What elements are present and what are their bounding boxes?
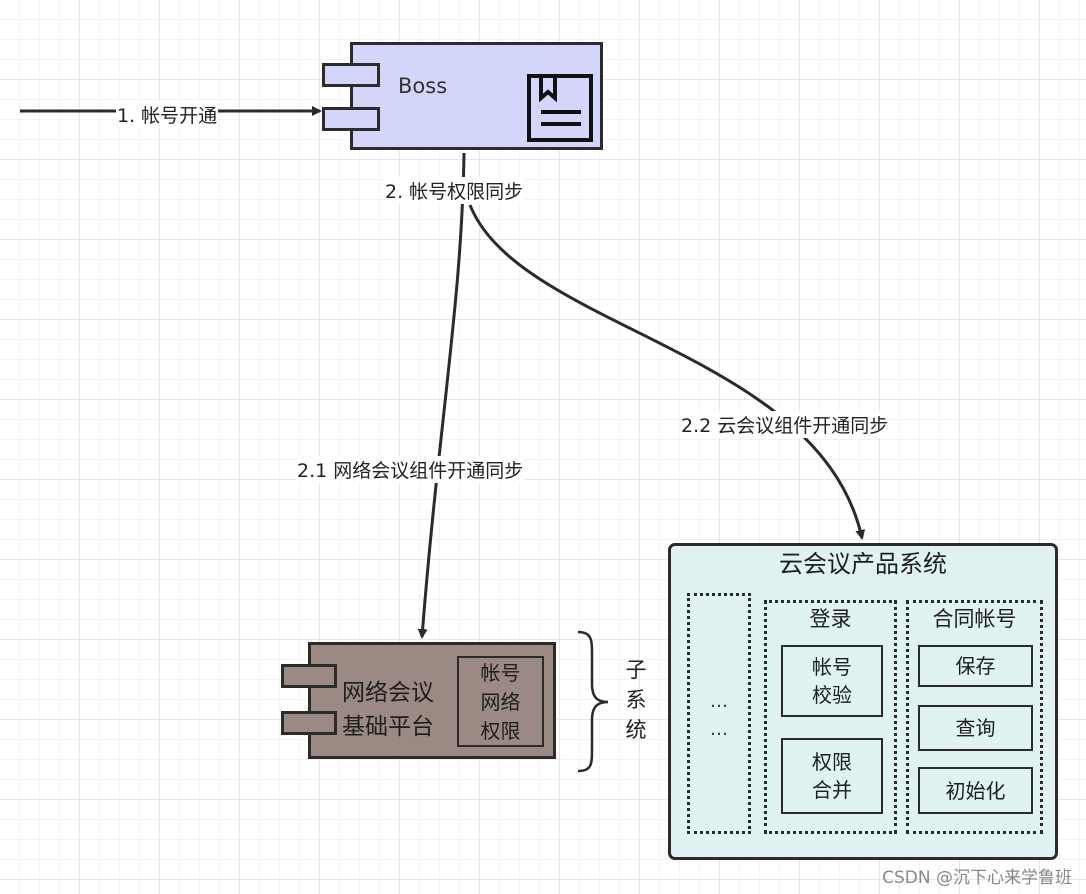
- watermark: CSDN @沉下心来学鲁班: [882, 868, 1072, 888]
- boss-label: Boss: [398, 74, 448, 98]
- product-title: 云会议产品系统: [779, 550, 947, 578]
- contract-column-title: 合同帐号: [932, 607, 1017, 631]
- platform-port-bottom: [281, 711, 337, 735]
- subsystem-label: 子 系 统: [624, 655, 648, 745]
- boss-port-top: [322, 63, 380, 87]
- login-column-title: 登录: [809, 607, 852, 631]
- platform-sub-line1: 帐号: [480, 661, 521, 685]
- subsystem-char-2: 系: [625, 688, 647, 712]
- ellipsis-line1: …: [710, 691, 728, 712]
- account-verify-line1: 帐号: [812, 655, 852, 679]
- ellipsis-line2: …: [710, 719, 728, 740]
- ellipsis-text: … …: [689, 688, 749, 744]
- query-box[interactable]: 查询: [918, 705, 1033, 751]
- boss-port-bottom: [322, 107, 380, 131]
- subsystem-brace: [577, 630, 609, 773]
- edge-label-cloud-sync: 2.2 云会议组件开通同步: [680, 411, 890, 438]
- platform-sub-line3: 权限: [480, 719, 521, 743]
- platform-sub-module: 帐号 网络 权限: [457, 656, 544, 747]
- login-column: [764, 600, 897, 834]
- account-verify-line2: 校验: [812, 683, 852, 707]
- permission-merge-box[interactable]: 权限 合并: [781, 738, 883, 814]
- permission-merge-line1: 权限: [812, 750, 852, 774]
- subsystem-char-3: 统: [625, 718, 647, 742]
- permission-merge-line2: 合并: [812, 778, 852, 802]
- initialize-box[interactable]: 初始化: [918, 767, 1033, 814]
- platform-name: 网络会议 基础平台: [342, 676, 434, 744]
- edge-label-permission-sync: 2. 帐号权限同步: [384, 177, 525, 204]
- platform-name-line1: 网络会议: [342, 680, 434, 706]
- subsystem-char-1: 子: [625, 658, 647, 682]
- edge-cloud-sync: [468, 204, 866, 540]
- edge-label-account-open: 1. 帐号开通: [116, 101, 219, 128]
- contract-account-column: [906, 600, 1043, 834]
- network-platform-component[interactable]: [308, 642, 556, 759]
- platform-name-line2: 基础平台: [342, 714, 434, 740]
- save-box[interactable]: 保存: [918, 645, 1033, 687]
- boss-component[interactable]: [350, 42, 603, 150]
- edge-label-network-sync: 2.1 网络会议组件开通同步: [296, 456, 525, 483]
- platform-port-top: [281, 664, 337, 688]
- platform-sub-line2: 网络: [480, 690, 521, 714]
- ellipsis-column: [687, 593, 751, 834]
- edge-network-sync: [417, 152, 466, 639]
- account-verify-box[interactable]: 帐号 校验: [781, 645, 883, 717]
- document-icon: [527, 74, 593, 142]
